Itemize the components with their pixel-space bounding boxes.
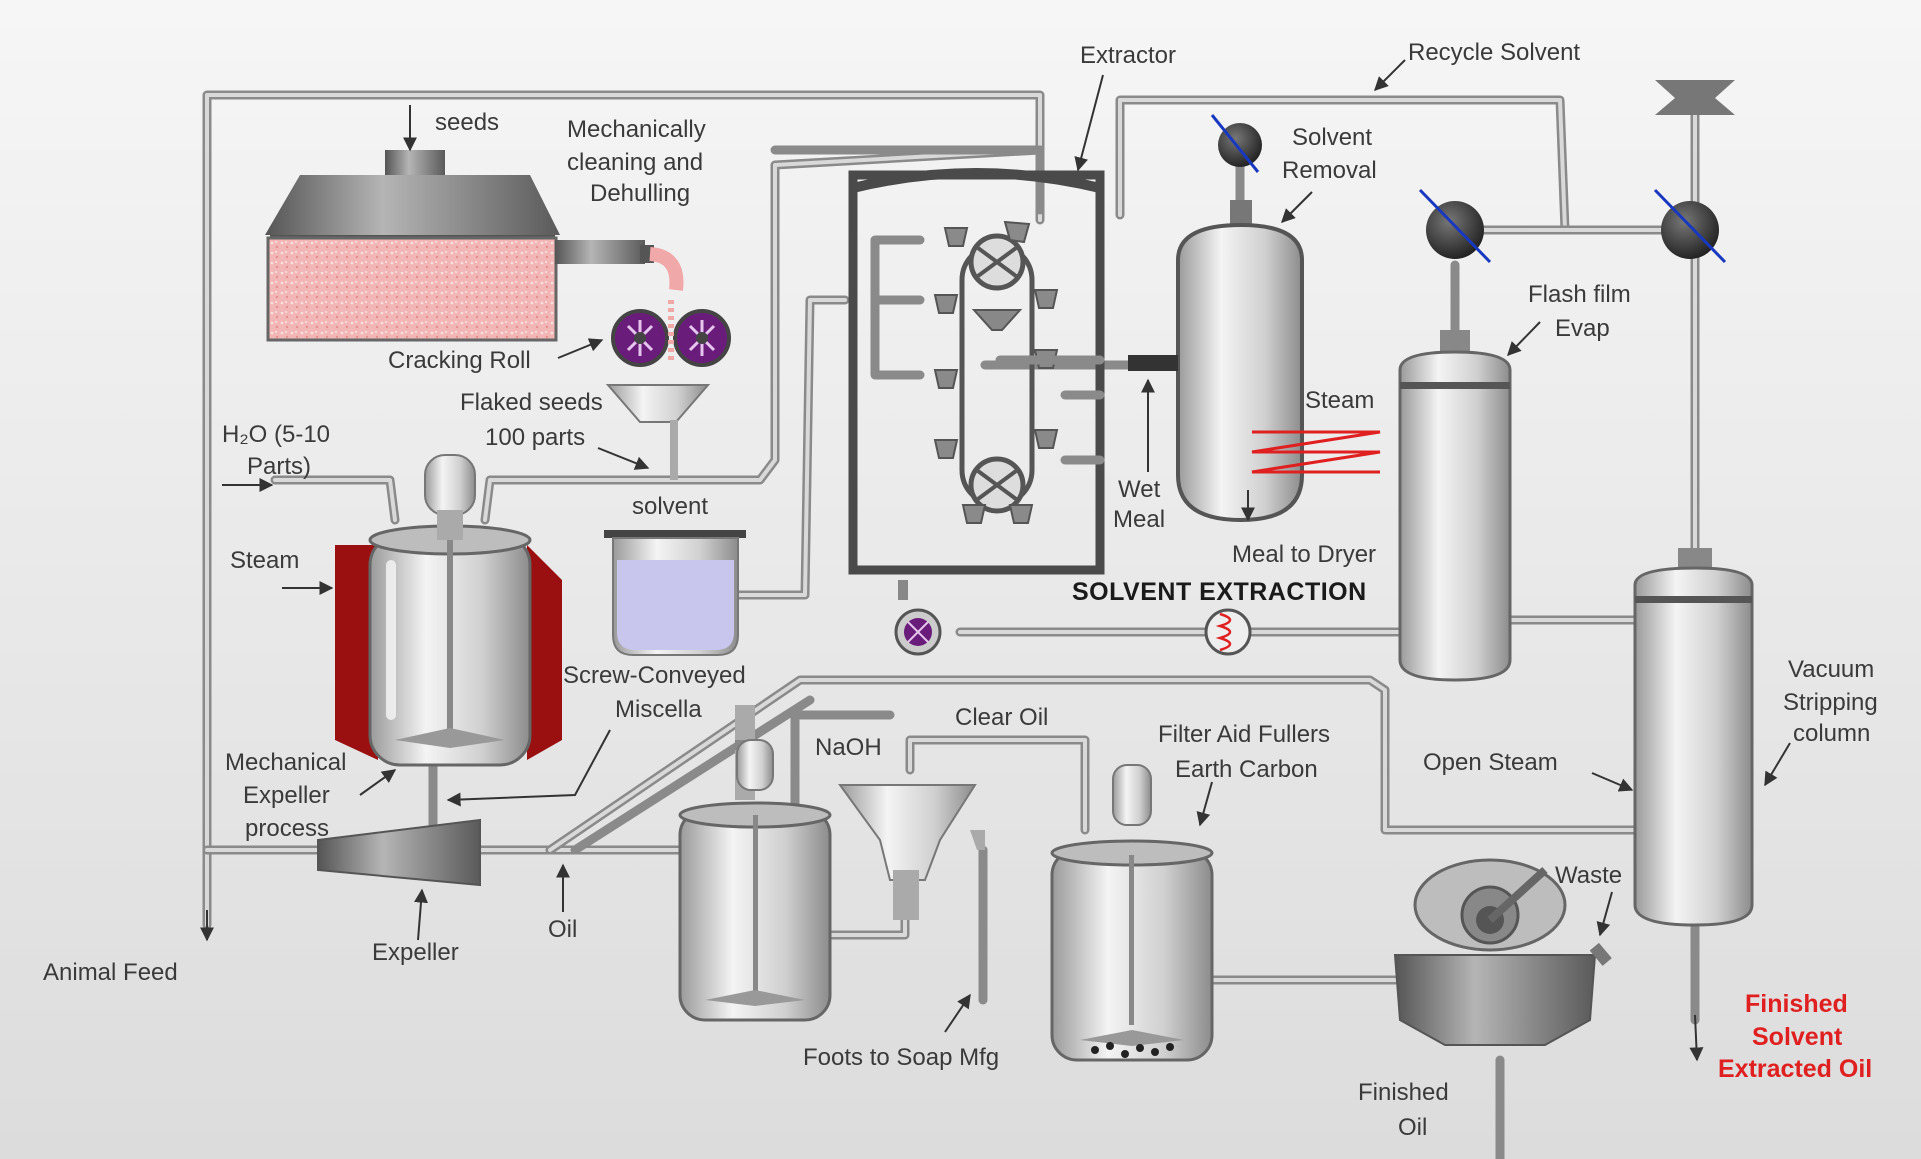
extractor-vessel <box>848 168 1105 575</box>
label-screw-1: Screw-Conveyed <box>563 662 746 689</box>
label-mech-exp-3: process <box>245 815 329 842</box>
flow-arrows <box>200 59 1791 1062</box>
steam-mixer-tank <box>335 454 562 767</box>
label-solvent-removal-2: Removal <box>1282 157 1377 184</box>
seed-hopper <box>265 150 684 342</box>
label-seeds: seeds <box>435 109 499 136</box>
label-finished-oil-2: Oil <box>1398 1114 1427 1141</box>
filter-press <box>1393 858 1612 1046</box>
label-h2o-2: Parts) <box>247 453 311 480</box>
miscella-pump-icon <box>894 580 942 656</box>
labels: seeds Mechanically cleaning and Dehullin… <box>43 39 1878 1141</box>
valve-ball-icon <box>1210 114 1727 264</box>
label-wet-meal-2: Meal <box>1113 506 1165 533</box>
label-animal-feed: Animal Feed <box>43 959 178 986</box>
label-naoh: NaOH <box>815 734 882 761</box>
label-mech-clean-1: Mechanically <box>567 116 706 143</box>
label-final-3: Extracted Oil <box>1718 1055 1872 1083</box>
label-mech-exp-2: Expeller <box>243 782 330 809</box>
label-solvent: solvent <box>632 493 708 520</box>
label-finished-oil-1: Finished <box>1358 1079 1449 1106</box>
label-final-2: Solvent <box>1752 1023 1843 1051</box>
label-recycle-solvent: Recycle Solvent <box>1408 39 1580 66</box>
label-meal-to-dryer: Meal to Dryer <box>1232 541 1376 568</box>
label-screw-2: Miscella <box>615 696 702 723</box>
label-vacuum-1: Vacuum <box>1788 656 1874 683</box>
label-mech-clean-3: Dehulling <box>590 180 690 207</box>
label-flaked-2: 100 parts <box>485 424 585 451</box>
label-mech-clean-2: cleaning and <box>567 149 703 176</box>
label-foots: Foots to Soap Mfg <box>803 1044 999 1071</box>
label-expeller: Expeller <box>372 939 459 966</box>
vacuum-stripping-column <box>1633 548 1754 927</box>
vent-cap-icon <box>1655 80 1735 115</box>
label-filter-1: Filter Aid Fullers <box>1158 721 1330 748</box>
label-solvent-extraction: SOLVENT EXTRACTION <box>1072 578 1367 606</box>
label-wet-meal-1: Wet <box>1118 476 1161 503</box>
label-extractor: Extractor <box>1080 42 1176 69</box>
label-final-1: Finished <box>1745 990 1848 1018</box>
flaked-seeds-funnel <box>605 384 711 480</box>
label-filter-2: Earth Carbon <box>1175 756 1318 783</box>
label-clear-oil: Clear Oil <box>955 704 1048 731</box>
label-cracking-roll: Cracking Roll <box>388 347 531 374</box>
pipe-network <box>202 90 1700 1159</box>
solvent-tank <box>604 530 746 656</box>
label-flash-1: Flash film <box>1528 281 1631 308</box>
label-flash-2: Evap <box>1555 315 1610 342</box>
label-waste: Waste <box>1555 862 1622 889</box>
solvent-removal-vessel <box>1128 200 1381 523</box>
label-h2o-1: H₂O (5-10 <box>222 421 330 448</box>
bleaching-tank <box>1050 764 1214 1062</box>
label-solvent-removal-1: Solvent <box>1292 124 1372 151</box>
label-open-steam: Open Steam <box>1423 749 1558 776</box>
cracking-roll-icon <box>611 300 731 367</box>
label-vacuum-2: Stripping <box>1783 689 1878 716</box>
centrifuge-funnel <box>838 784 985 920</box>
label-oil: Oil <box>548 916 577 943</box>
miscella-heater-icon <box>1204 608 1252 656</box>
label-steam-right: Steam <box>1305 387 1374 414</box>
flash-film-evaporator <box>1398 330 1512 682</box>
neutralizer-tank <box>678 705 832 1022</box>
expeller <box>317 818 481 887</box>
label-steam-left: Steam <box>230 547 299 574</box>
label-vacuum-3: column <box>1793 720 1870 747</box>
label-mech-exp-1: Mechanical <box>225 749 346 776</box>
label-flaked-1: Flaked seeds <box>460 389 603 416</box>
